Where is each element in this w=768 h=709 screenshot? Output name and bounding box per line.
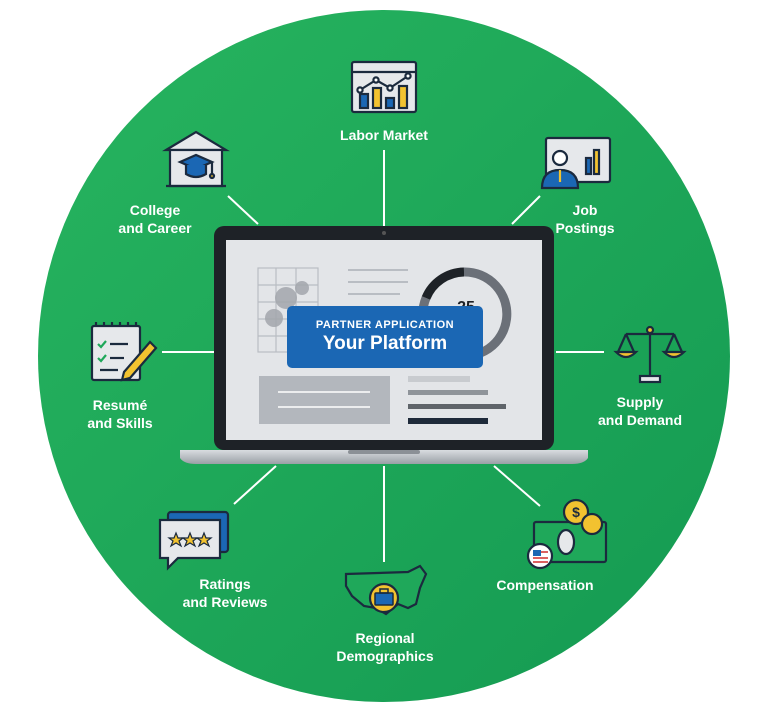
presenter-board-icon [540,136,612,190]
label-supply-demand: Supply and Demand [580,393,700,429]
label-compensation: Compensation [480,576,610,594]
label-ratings-reviews: Ratings and Reviews [170,575,280,611]
label-line: Demographics [336,648,434,664]
label-line: College [129,202,181,218]
partner-application-box: PARTNER APPLICATION Your Platform [287,306,483,368]
line-bar-chart-icon [350,60,418,114]
label-resume-skills: Resumé and Skills [60,396,180,432]
connector-college [227,195,259,225]
us-map-briefcase-icon [344,564,428,616]
connector-lines [162,150,604,562]
graduation-cap-building-icon [162,130,230,188]
your-platform-label: Your Platform [322,333,448,354]
label-line: Postings [555,220,615,236]
label-regional-demographics: Regional Demographics [315,629,455,665]
connector-ratings [233,465,277,505]
label-line: and Demand [597,412,682,428]
label-line: Regional [355,630,415,646]
label-line: Job [572,202,598,218]
label-job-postings: Job Postings [540,201,630,237]
balance-scale-icon [613,325,687,384]
label-line: and Skills [87,415,153,431]
label-line: Supply [616,394,664,410]
label-line: Compensation [496,577,594,593]
checklist-pencil-icon [90,322,158,382]
partner-application-label: PARTNER APPLICATION [315,319,455,331]
label-line: Ratings [199,576,251,592]
money-coins-flag-icon: $ [526,498,608,570]
label-labor-market: Labor Market [334,126,434,144]
label-line: Labor Market [340,127,428,143]
label-line: and Reviews [182,594,268,610]
label-college-career: College and Career [100,201,210,237]
star-rating-bubble-icon [158,510,230,571]
connector-comp [493,465,541,507]
connector-job [511,195,541,225]
label-line: Resumé [92,397,148,413]
svg-text:$: $ [572,504,580,520]
label-line: and Career [118,220,192,236]
